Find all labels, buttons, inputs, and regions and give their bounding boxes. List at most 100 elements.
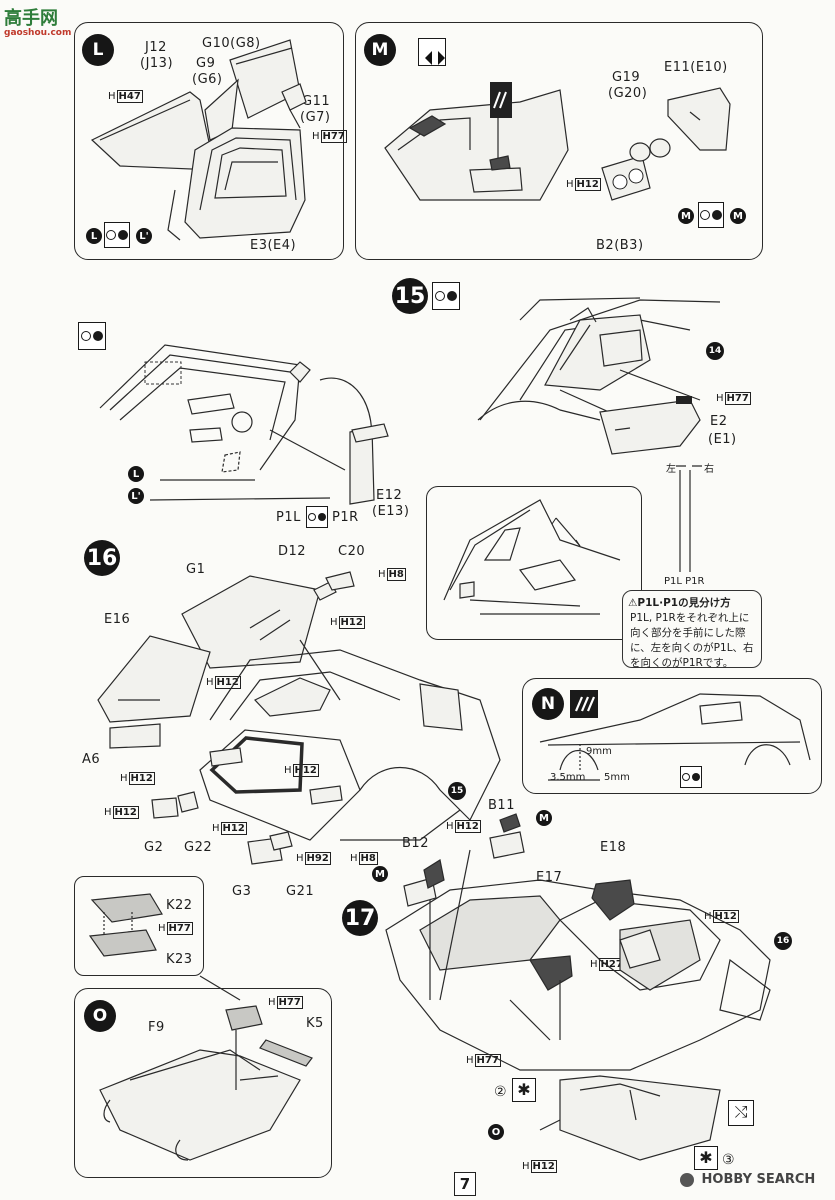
dim-5mm: 5mm (604, 772, 630, 783)
part-g10: G10(G8) (202, 36, 261, 51)
panel-m (355, 22, 763, 260)
cement-symbol-p1-icon (306, 506, 328, 528)
panel-k (74, 876, 204, 976)
ref-step-15-icon: 15 (448, 782, 466, 800)
part-g20: (G20) (608, 86, 648, 101)
ref-step-16-icon: 16 (774, 932, 792, 950)
rod-label-left: 左 (666, 464, 676, 475)
ref-o-icon: O (488, 1124, 504, 1140)
rod-label-right: 右 (704, 464, 714, 475)
marker-2: ② (494, 1084, 507, 1100)
cement-symbol-icon (104, 222, 130, 248)
star-symbol-2-icon: ✱ (512, 1078, 536, 1102)
part-e12: E12 (376, 488, 403, 503)
logo-text: 高手网 (4, 8, 58, 29)
part-p1l: P1L (276, 510, 301, 525)
part-g11: G11 (302, 94, 331, 109)
rod-label-bottom: P1L P1R (664, 576, 705, 587)
hobby-search-watermark: HOBBY SEARCH (680, 1172, 815, 1187)
step-o-badge: O (84, 1000, 116, 1032)
part-e1: (E1) (708, 432, 737, 447)
part-g6: (G6) (192, 72, 223, 87)
step-16-badge: 16 (84, 540, 120, 576)
logo-url: gaoshou.com (4, 28, 72, 38)
cement-symbol-m-icon (698, 202, 724, 228)
marker-3: ③ (722, 1152, 735, 1168)
part-g19: G19 (612, 70, 641, 85)
sub-ref-l-prime-icon: L' (128, 488, 144, 504)
part-g7: (G7) (300, 110, 331, 125)
dim-9mm: 9mm (586, 746, 612, 757)
legend-l-prime-icon: L' (136, 228, 152, 244)
part-k23: K23 (166, 952, 193, 967)
note-body: P1L, P1Rをそれぞれ上に向く部分を手前にした際に、左を向くのがP1L、右を… (630, 612, 754, 669)
note-title: ⚠P1L·P1の見分け方 (628, 597, 731, 609)
part-e18: E18 (600, 840, 627, 855)
part-b11: B11 (488, 798, 515, 813)
panel-n (522, 678, 822, 794)
p1-identification-note: ⚠P1L·P1の見分け方 P1L, P1Rをそれぞれ上に向く部分を手前にした際に… (622, 590, 762, 669)
x-symbol-icon: ⤭ (728, 1100, 754, 1126)
step-n-badge: N (532, 688, 564, 720)
part-b2: B2(B3) (596, 238, 644, 253)
ref-step-14-icon: 14 (706, 342, 724, 360)
step-m-badge: M (364, 34, 396, 66)
part-p1r: P1R (332, 510, 359, 525)
part-e16: E16 (104, 612, 131, 627)
part-e13: (E13) (372, 504, 410, 519)
part-g22: G22 (184, 840, 213, 855)
part-e17: E17 (536, 870, 563, 885)
ref-m-2-icon: M (372, 866, 388, 882)
part-g1: G1 (186, 562, 206, 577)
part-j13: (J13) (140, 56, 174, 71)
hobby-search-logo-icon (680, 1172, 694, 1187)
legend-m-right-icon: M (730, 208, 746, 224)
p1-detail-inset (426, 486, 642, 640)
cement-symbol-n-icon (680, 766, 702, 788)
part-e3: E3(E4) (250, 238, 297, 253)
part-g3: G3 (232, 884, 252, 899)
hobby-search-text: HOBBY SEARCH (701, 1172, 816, 1187)
step-15-badge: 15 (392, 278, 428, 314)
part-g2: G2 (144, 840, 164, 855)
part-c20: C20 (338, 544, 366, 559)
part-a6: A6 (82, 752, 101, 767)
part-b12: B12 (402, 836, 429, 851)
part-g9: G9 (196, 56, 216, 71)
legend-m-left-icon: M (678, 208, 694, 224)
dim-3-5mm: 3.5mm (550, 772, 586, 783)
part-k22: K22 (166, 898, 193, 913)
part-e11: E11(E10) (664, 60, 728, 75)
part-j12: J12 (145, 40, 167, 55)
step-l-badge: L (82, 34, 114, 66)
cement-symbol-15-icon (432, 282, 460, 310)
panel-l (74, 22, 344, 260)
legend-l-icon: L (86, 228, 102, 244)
part-e2: E2 (710, 414, 728, 429)
rotate-symbol-icon (418, 38, 446, 66)
part-f9: F9 (148, 1020, 165, 1035)
